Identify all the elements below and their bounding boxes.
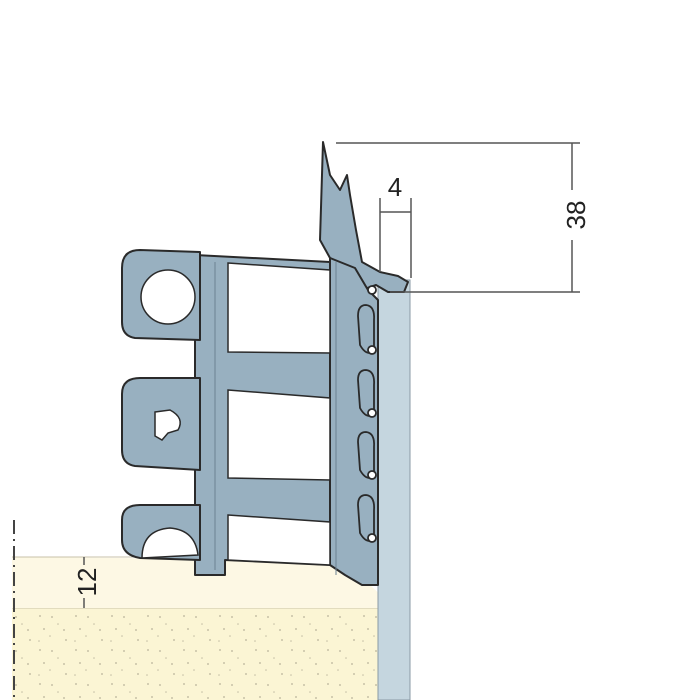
dimension-nose-width-label: 4	[388, 172, 402, 202]
render-layer	[12, 556, 394, 608]
dimension-render-thickness-label: 12	[72, 568, 102, 597]
vertical-strip	[377, 279, 411, 700]
perforation-slots	[357, 285, 377, 543]
frame-lines	[214, 262, 337, 575]
dimension-nose-width	[379, 198, 412, 278]
insulation-board	[12, 607, 394, 700]
dimension-height-label: 38	[561, 201, 591, 230]
profile-openings	[140, 262, 331, 566]
dimension-height	[336, 142, 580, 293]
